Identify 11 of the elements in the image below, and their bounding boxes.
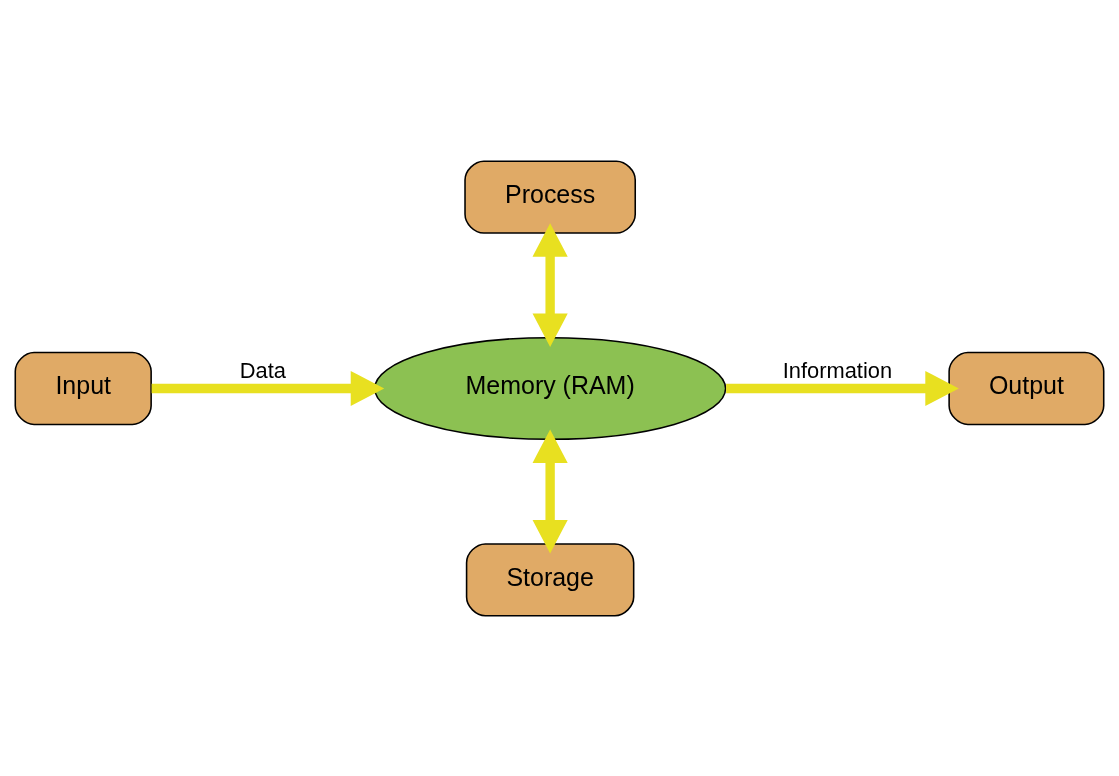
node-box: Process [464,159,636,234]
node-box: Output [948,351,1105,425]
node-ellipse: Memory (RAM) [373,336,727,440]
arrow [726,370,959,406]
edge-label: Information [782,357,893,383]
node-box: Storage [465,542,635,617]
arrow [532,222,568,347]
edge-label: Data [239,357,286,383]
arrow [532,428,568,553]
arrow [151,370,385,406]
node-box: Input [14,351,152,425]
